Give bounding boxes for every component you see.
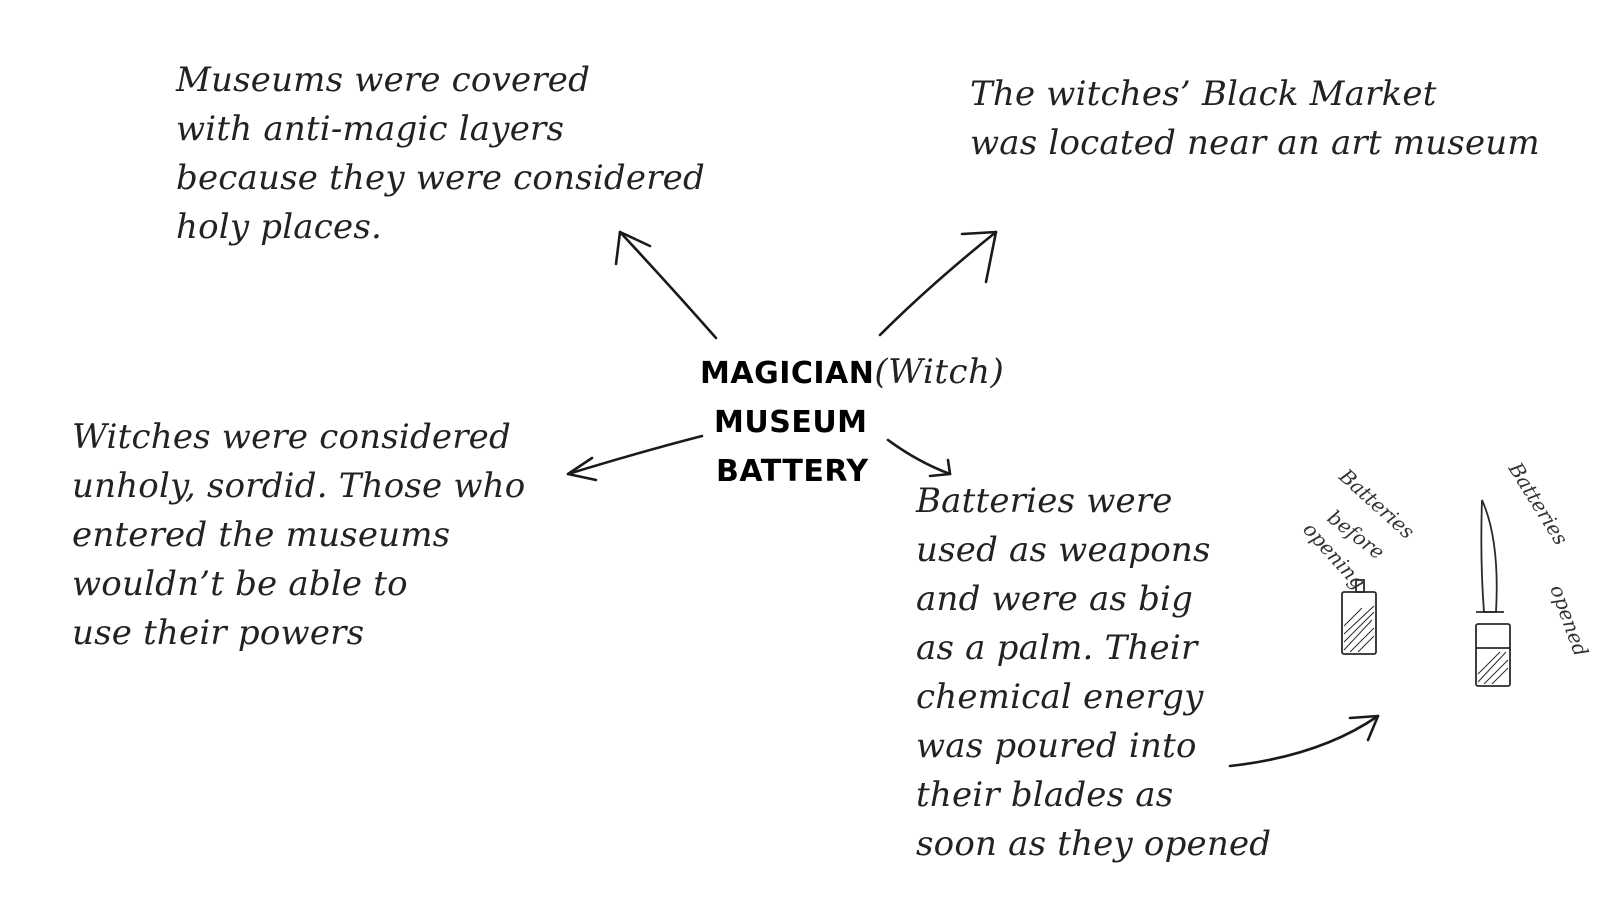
note-middle-left: Witches were considered unholy, sordid. … — [72, 413, 525, 658]
central-topic: MAGICIAN(Witch) MUSEUM BATTERY — [700, 348, 1020, 496]
note-line: wouldn’t be able to — [72, 560, 525, 609]
label-batteries-opened-2: opened — [1545, 582, 1593, 660]
central-topic-witch: (Witch) — [874, 352, 1004, 392]
arrow-to-top-right — [880, 232, 996, 335]
label-batteries-opened: Batteries — [1503, 457, 1573, 549]
central-topic-magician: MAGICIAN — [700, 356, 874, 391]
central-topic-museum: MUSEUM — [700, 398, 1020, 447]
note-line: Museums were covered — [176, 56, 705, 105]
note-line: unholy, sordid. Those who — [72, 462, 525, 511]
note-line: The witches’ Black Market — [970, 70, 1540, 119]
note-line: used as weapons — [916, 526, 1271, 575]
central-topic-line-1: MAGICIAN(Witch) — [700, 348, 1020, 398]
note-line: was poured into — [916, 722, 1271, 771]
note-top-left: Museums were covered with anti-magic lay… — [176, 56, 705, 252]
note-line: was located near an art museum — [970, 119, 1540, 168]
note-line: use their powers — [72, 609, 525, 658]
note-line: with anti-magic layers — [176, 105, 705, 154]
note-line: chemical energy — [916, 673, 1271, 722]
battery-before-opening-sketch — [1342, 580, 1376, 654]
note-line: soon as they opened — [916, 820, 1271, 869]
note-line: and were as big — [916, 575, 1271, 624]
note-line: because they were considered — [176, 154, 705, 203]
svg-text:Batteries: Batteries — [1503, 457, 1573, 549]
central-topic-battery: BATTERY — [700, 447, 1020, 496]
note-top-right: The witches’ Black Market was located ne… — [970, 70, 1540, 168]
arrow-to-middle-left — [568, 436, 702, 480]
note-line: holy places. — [176, 203, 705, 252]
battery-opened-hatching — [1478, 652, 1508, 684]
note-line: Witches were considered — [72, 413, 525, 462]
note-line: as a palm. Their — [916, 624, 1271, 673]
battery-before-hatching — [1344, 606, 1374, 652]
svg-text:opened: opened — [1545, 582, 1593, 660]
note-line: their blades as — [916, 771, 1271, 820]
battery-opened-sketch — [1476, 500, 1510, 686]
note-line: entered the museums — [72, 511, 525, 560]
note-bottom-right: Batteries were used as weapons and were … — [916, 477, 1271, 869]
